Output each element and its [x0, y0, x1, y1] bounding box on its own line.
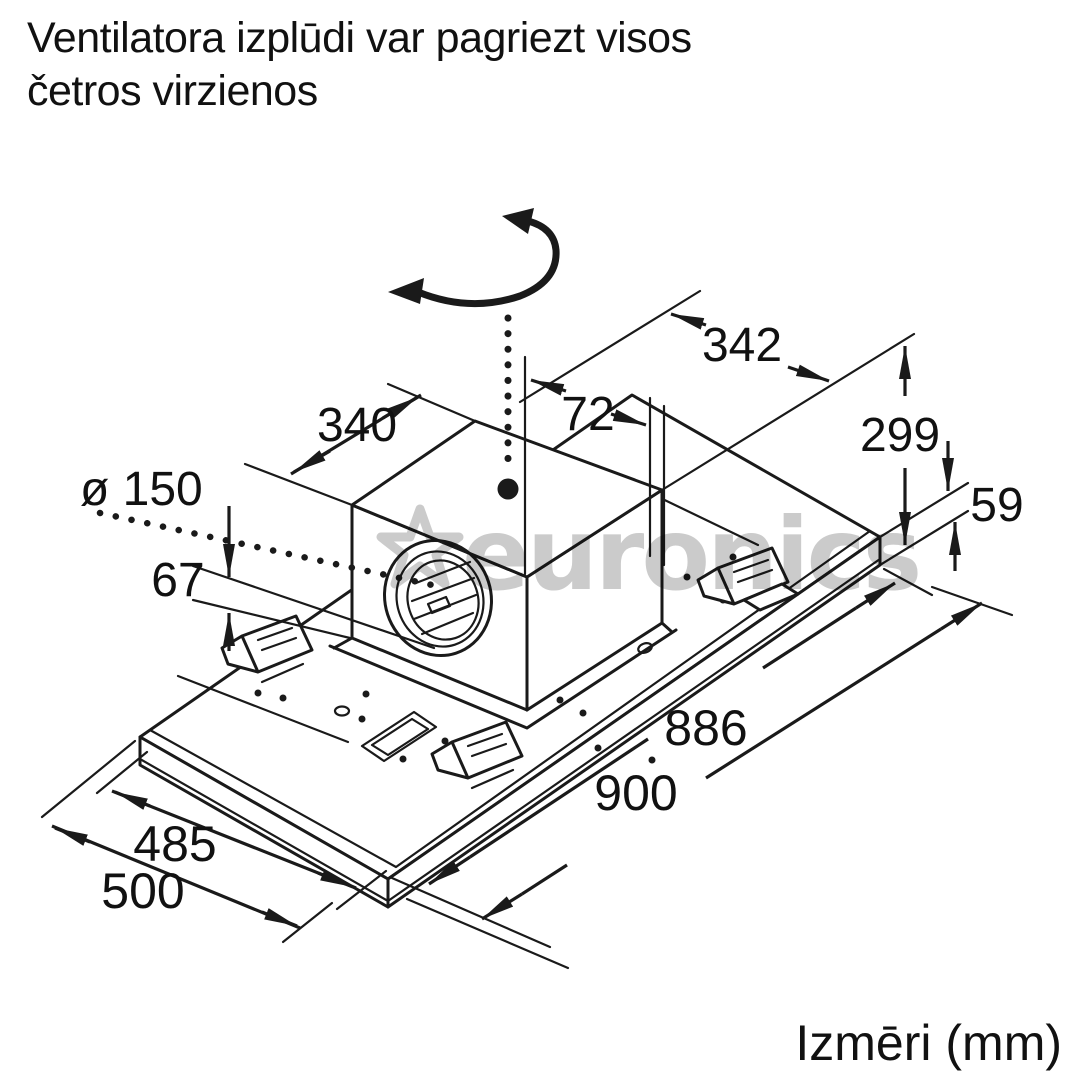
dimension-500: 500 [51, 824, 334, 944]
fan-box-base-flange [328, 628, 678, 730]
title-line-2: četros virzienos [27, 67, 318, 115]
dimension-label-900: 900 [594, 765, 677, 821]
watermark: euronics [376, 496, 922, 613]
star-icon [376, 504, 464, 589]
title-line-1: Ventilatora izplūdi var pagriezt visos [27, 14, 692, 62]
dimension-72: 72 [523, 355, 666, 576]
panel-glass-rim [148, 529, 872, 869]
dimension-886: 886 [390, 567, 934, 949]
dimension-59: 59 [878, 441, 1024, 571]
panel-cutout [360, 710, 438, 763]
watermark-brand: euronics [462, 496, 919, 613]
dimension-label-340: 340 [317, 399, 397, 452]
duct-outlet [383, 538, 493, 658]
rotation-arrow-arc [414, 217, 560, 308]
rotation-indicator [388, 208, 560, 500]
panel-seam-left [176, 674, 350, 744]
dimension-67: 67 [151, 506, 436, 651]
dimension-label-500: 500 [101, 863, 184, 919]
dimension-900: 900 [405, 585, 1014, 970]
dimension-label-886: 886 [664, 700, 747, 756]
rotation-axis-point [497, 478, 519, 500]
dimension-340: 340 [243, 382, 477, 507]
dimension-label-299: 299 [860, 409, 940, 462]
rotation-arrow-head-top [502, 208, 534, 234]
dimension-label-67: 67 [151, 554, 204, 607]
dimension-label-342: 342 [702, 319, 782, 372]
mounting-bracket-right [696, 546, 800, 612]
mounting-bracket-front [430, 720, 524, 790]
dimension-label-150: ø 150 [80, 463, 203, 516]
rotation-arrow-head-left [388, 278, 424, 304]
dimension-label-72: 72 [561, 388, 614, 441]
dimension-label-59: 59 [970, 479, 1023, 532]
dimension-485: 485 [40, 739, 388, 911]
caption: Ventilatora izplūdi var pagriezt visos č… [27, 14, 692, 115]
dimensions: ø 150 67 340 342 [40, 289, 1024, 970]
dimension-299: 299 [860, 346, 940, 545]
units-label: Izmēri (mm) [795, 1015, 1062, 1071]
panel-seam-right [646, 490, 760, 547]
dimension-duct-diameter: ø 150 [80, 463, 436, 589]
dimension-label-485: 485 [133, 816, 216, 872]
